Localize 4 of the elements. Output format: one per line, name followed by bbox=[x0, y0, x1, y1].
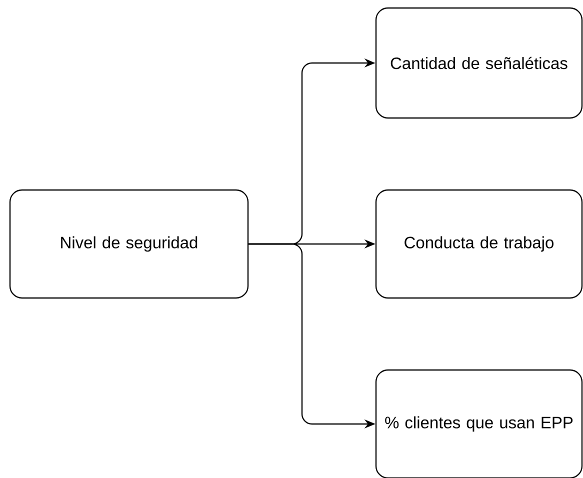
process-box: Cantidad de señaléticas bbox=[375, 7, 583, 119]
process-box: Conducta de trabajo bbox=[375, 189, 583, 299]
process-box: Nivel de seguridad bbox=[9, 189, 249, 299]
process-box: % clientes que usan EPP bbox=[375, 369, 583, 478]
